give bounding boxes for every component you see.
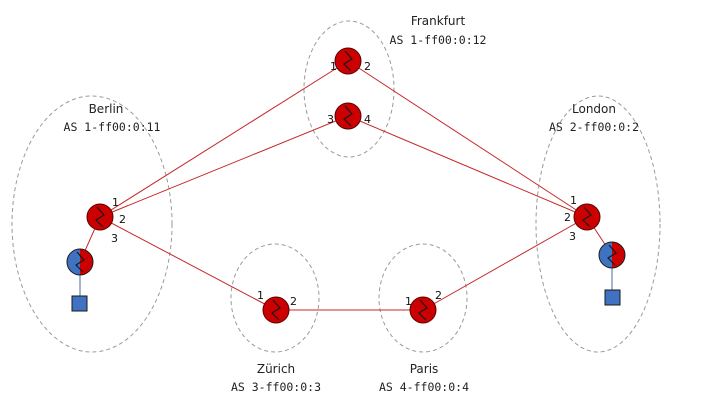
link-paris-london xyxy=(422,216,588,311)
iface-frankfurt-4: 4 xyxy=(364,113,371,126)
berlin-endhost[interactable] xyxy=(66,248,94,276)
as-zone-paris xyxy=(378,243,468,353)
as-id-berlin: AS 1-ff00:0:11 xyxy=(64,120,161,134)
as-city-zurich: Zürich xyxy=(257,362,295,376)
iface-paris-2: 2 xyxy=(435,289,442,302)
as-id-london: AS 2-ff00:0:2 xyxy=(549,120,639,134)
iface-zurich-1: 1 xyxy=(257,289,264,302)
as-zone-berlin xyxy=(11,95,173,353)
as-city-frankfurt: Frankfurt xyxy=(411,14,466,28)
zurich-router[interactable] xyxy=(262,296,290,324)
frankfurt-router-top[interactable] xyxy=(334,47,362,75)
link-berlin-zurich xyxy=(99,216,277,311)
paris-router[interactable] xyxy=(409,296,437,324)
iface-frankfurt-2: 2 xyxy=(364,60,371,73)
iface-london-3: 3 xyxy=(569,230,576,243)
london-endhost[interactable] xyxy=(598,241,626,269)
iface-berlin-2: 2 xyxy=(119,213,126,226)
endhost-icon xyxy=(598,241,626,269)
link-frankfurt-london-2 xyxy=(347,115,588,218)
as-id-zurich: AS 3-ff00:0:3 xyxy=(231,380,321,394)
link-berlin-frankfurt-1 xyxy=(99,60,349,218)
as-zone-frankfurt xyxy=(303,20,395,158)
as-id-paris: AS 4-ff00:0:4 xyxy=(379,380,469,394)
as-city-london: London xyxy=(572,102,616,116)
iface-paris-1: 1 xyxy=(405,295,412,308)
iface-london-2: 2 xyxy=(564,211,571,224)
link-frankfurt-london-1 xyxy=(347,60,588,218)
as-city-berlin: Berlin xyxy=(89,102,124,116)
link-berlin-frankfurt-3 xyxy=(99,115,349,218)
as-id-frankfurt: AS 1-ff00:0:12 xyxy=(390,33,487,47)
london-router[interactable] xyxy=(573,203,601,231)
iface-london-1: 1 xyxy=(570,194,577,207)
berlin-router[interactable] xyxy=(86,203,114,231)
as-city-paris: Paris xyxy=(410,362,439,376)
london-host-box[interactable] xyxy=(604,289,621,306)
as-zone-london xyxy=(535,95,661,353)
endhost-icon xyxy=(66,248,94,276)
berlin-host-box[interactable] xyxy=(71,295,88,312)
iface-zurich-2: 2 xyxy=(290,295,297,308)
as-zone-zurich xyxy=(230,243,320,353)
frankfurt-router-bottom[interactable] xyxy=(334,102,362,130)
iface-berlin-1: 1 xyxy=(112,196,119,209)
iface-berlin-3: 3 xyxy=(111,232,118,245)
iface-frankfurt-3: 3 xyxy=(327,113,334,126)
iface-frankfurt-1: 1 xyxy=(330,60,337,73)
